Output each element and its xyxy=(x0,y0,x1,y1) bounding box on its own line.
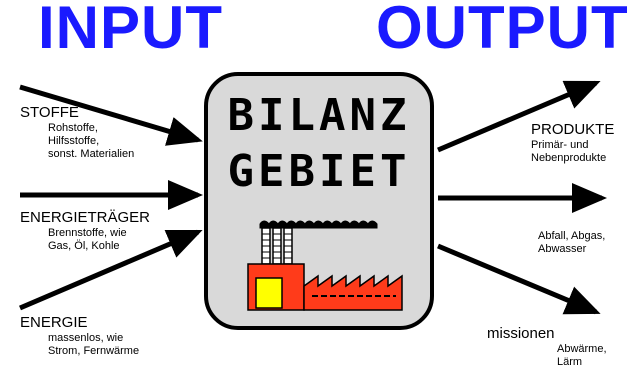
box-title-line2: GEBIET xyxy=(227,146,411,197)
output-emissionen-details: Abwärme, Lärm xyxy=(557,343,607,369)
factory-sawtooth-hall xyxy=(303,274,403,311)
detail-line: massenlos, wie xyxy=(48,332,124,344)
output-produkte: PRODUKTE Primär- und Nebenprodukte xyxy=(531,121,614,165)
box-title-line1: BILANZ xyxy=(227,90,411,141)
detail-line: Brennstoffe, wie xyxy=(48,227,127,239)
input-energie-details: massenlos, wie Strom, Fernwärme xyxy=(48,332,139,358)
factory-icon xyxy=(247,220,403,311)
output-emissionen-title: missionen xyxy=(487,325,555,342)
input-energietraeger: ENERGIETRÄGER Brennstoffe, wie Gas, Öl, … xyxy=(20,209,150,253)
input-arrow-stoffe xyxy=(19,84,203,146)
input-energietraeger-title: ENERGIETRÄGER xyxy=(20,209,151,226)
detail-line: sonst. Materialien xyxy=(48,148,135,160)
factory-door xyxy=(255,277,283,309)
output-produkte-title: PRODUKTE xyxy=(531,121,615,138)
detail-line: Abwasser xyxy=(538,243,587,255)
chimney-stripes xyxy=(262,233,292,259)
detail-line: Primär- und xyxy=(531,139,589,151)
detail-line: Lärm xyxy=(557,356,583,368)
input-energietraeger-details: Brennstoffe, wie Gas, Öl, Kohle xyxy=(48,227,150,253)
detail-line: Gas, Öl, Kohle xyxy=(48,240,120,252)
input-energie: ENERGIE massenlos, wie Strom, Fernwärme xyxy=(20,314,139,358)
input-heading: INPUT xyxy=(38,0,223,61)
balance-area-box: BILANZ GEBIET xyxy=(204,72,434,330)
output-produkte-details: Primär- und Nebenprodukte xyxy=(531,139,614,165)
input-stoffe-title: STOFFE xyxy=(20,104,79,121)
input-arrow-energie xyxy=(19,229,203,311)
output-heading: OUTPUT xyxy=(376,0,629,61)
input-stoffe: STOFFE Rohstoffe, Hilfsstoffe, sonst. Ma… xyxy=(20,104,134,161)
input-stoffe-details: Rohstoffe, Hilfsstoffe, sonst. Materiali… xyxy=(48,122,134,161)
smoke-plume xyxy=(259,220,378,229)
output-emissionen: missionen Abwärme, Lärm xyxy=(487,325,607,369)
output-abfall-details: Abfall, Abgas, Abwasser xyxy=(538,230,605,256)
output-arrow-produkte xyxy=(437,80,601,153)
detail-line: Rohstoffe, xyxy=(48,122,98,134)
output-arrow-emissionen xyxy=(437,243,601,315)
input-energie-title: ENERGIE xyxy=(20,314,88,331)
detail-line: Hilfsstoffe, xyxy=(48,135,100,147)
detail-line: Abwärme, xyxy=(557,343,607,355)
output-abfall: Abfall, Abgas, Abwasser xyxy=(538,230,605,256)
detail-line: Strom, Fernwärme xyxy=(48,345,140,357)
detail-line: Abfall, Abgas, xyxy=(538,230,606,242)
detail-line: Nebenprodukte xyxy=(531,152,607,164)
